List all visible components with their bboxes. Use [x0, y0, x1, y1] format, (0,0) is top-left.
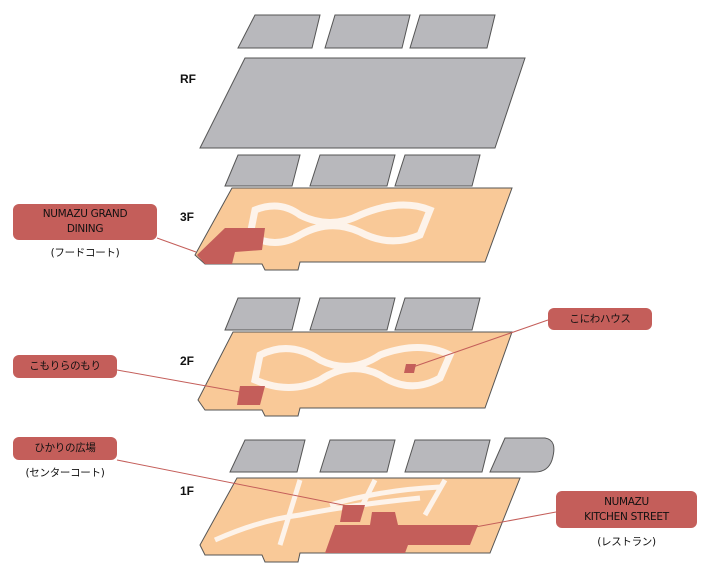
hikari-leader: [116, 459, 349, 507]
kitchen-line2: KITCHEN STREET: [584, 510, 669, 523]
grand-dining-sub: (フードコート): [50, 247, 120, 259]
komorira-callout: こもりらのもり: [13, 355, 117, 378]
3f-floor: [194, 154, 513, 271]
grand-dining-callout: NUMAZU GRAND DINING: [13, 204, 157, 240]
grand-dining-line1: NUMAZU GRAND: [42, 208, 128, 220]
hikari-callout: ひかりの広場: [13, 437, 117, 460]
kitchen-callout: NUMAZU KITCHEN STREET: [556, 491, 697, 528]
kitchen-leader: [469, 511, 557, 529]
1f-floor: [199, 437, 555, 563]
floor-label-3f: 3F: [180, 210, 195, 224]
grand-dining-leader: [156, 237, 197, 253]
komorira-leader: [116, 369, 241, 393]
floor-label-rf: RF: [180, 72, 196, 86]
rf-floor: [199, 14, 526, 149]
koniwa-callout: こにわハウス: [548, 308, 652, 330]
kitchen-line1: NUMAZU: [604, 495, 649, 508]
floor-label-1f: 1F: [180, 484, 195, 498]
koniwa-leader: [409, 319, 549, 369]
2f-floor: [197, 297, 513, 417]
grand-dining-line2: DINING: [66, 223, 104, 235]
floor-label-2f: 2F: [180, 354, 195, 368]
hikari-sub: (センターコート): [25, 467, 105, 479]
kitchen-sub: (レストラン): [597, 536, 656, 548]
